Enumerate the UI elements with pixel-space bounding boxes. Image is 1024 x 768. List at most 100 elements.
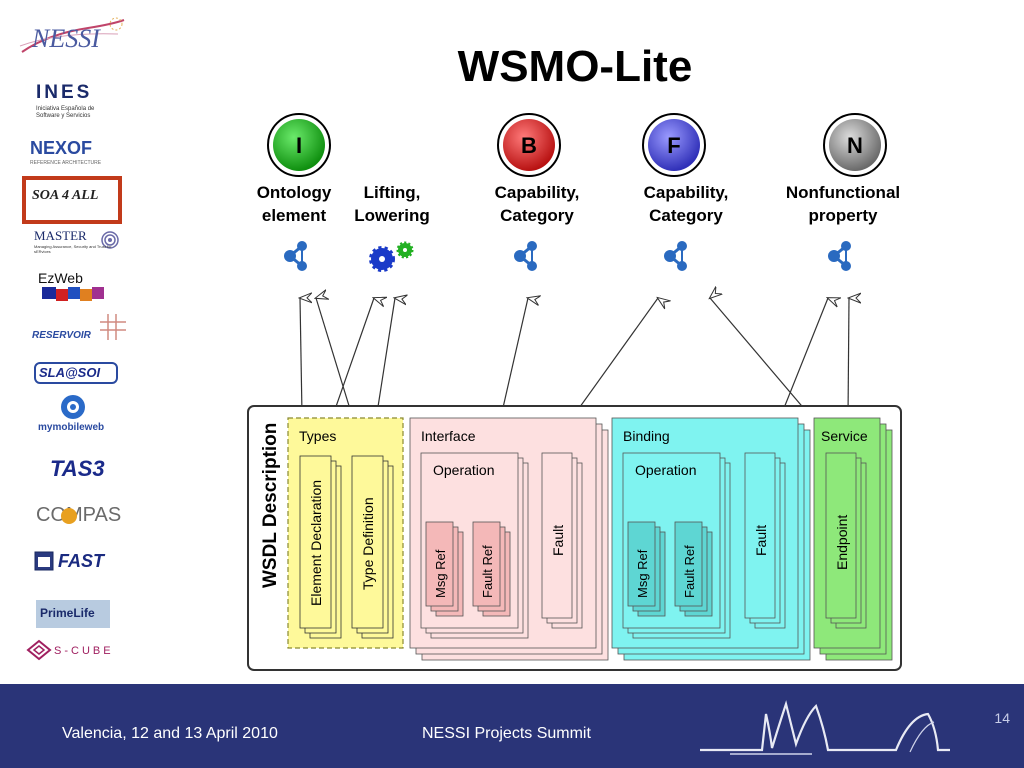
interface-msg-ref-box xyxy=(425,521,454,607)
interface-msg-ref-label: Msg Ref xyxy=(433,549,448,598)
tas3-logo-text: TAS3 xyxy=(50,456,105,481)
s-cube-icon xyxy=(26,639,52,661)
master-spiral-icon xyxy=(101,231,119,249)
s-cube-logo: S-CUBE xyxy=(26,638,126,664)
nessi-logo: NESSI xyxy=(18,14,128,59)
lifting-label-line2: Lowering xyxy=(354,206,430,225)
functional-label-line1: Capability, xyxy=(644,183,729,202)
nonfunctional-circle xyxy=(829,119,881,171)
binding-section: Binding Operation Msg Ref Fault Ref Faul… xyxy=(611,417,811,661)
master-logo-subtitle: Managing Assurance, Security and Trust f… xyxy=(34,244,112,254)
footer-event: NESSI Projects Summit xyxy=(422,725,591,742)
mymobileweb-icon xyxy=(61,395,85,419)
compas-circle-icon xyxy=(61,508,77,524)
nexof-logo: NEXOF REFERENCE ARCHITECTURE xyxy=(30,138,110,168)
sla-at-soi-logo-text: SLA@SOI xyxy=(39,365,101,380)
reservoir-grid-icon xyxy=(100,314,126,340)
nonfunctional-letter: N xyxy=(847,133,863,158)
ines-logo-subtitle: Iniciativa Española de Software y Servic… xyxy=(36,106,95,119)
types-section: Types Element Declaration Type Definitio… xyxy=(287,417,404,649)
nexof-logo-text: NEXOF xyxy=(30,138,93,158)
footer-location: Valencia, 12 and 13 April 2010 xyxy=(62,725,278,742)
interface-fault-ref-box xyxy=(472,521,501,607)
primelife-logo: PrimeLife xyxy=(36,600,110,628)
fast-window-icon xyxy=(34,551,54,571)
behaviour-label-line2: Category xyxy=(500,206,574,225)
interface-fault-box xyxy=(541,452,573,619)
interface-fault-label: Fault xyxy=(550,525,566,556)
nessi-logo-graphic xyxy=(19,17,125,53)
binding-fault-ref-box xyxy=(674,521,703,607)
interface-msg-ref-stack: Msg Ref xyxy=(425,521,464,617)
soa4all-logo: SOA 4 ALL xyxy=(22,176,122,224)
nonfunctional-label-line2: property xyxy=(809,206,879,225)
primelife-logo-text: PrimeLife xyxy=(40,606,95,620)
category-ontology: I Ontology element xyxy=(257,113,332,273)
ezweb-logo: EzWeb xyxy=(38,270,108,304)
type-definition-box xyxy=(351,455,384,629)
ontology-letter: I xyxy=(296,133,302,158)
compas-logo-text: COMPAS xyxy=(36,504,122,526)
interface-title: Interface xyxy=(421,428,476,444)
tas3-logo: TAS3 xyxy=(50,456,110,488)
behaviour-circle xyxy=(503,119,555,171)
behaviour-label-line1: Capability, xyxy=(495,183,580,202)
ontology-circle xyxy=(273,119,325,171)
fast-logo: FAST xyxy=(34,550,118,576)
functional-label-line2: Category xyxy=(649,206,723,225)
arrow-binding-to-nonfunctional xyxy=(779,298,828,419)
binding-title: Binding xyxy=(623,428,670,444)
page-number: 14 xyxy=(994,710,1010,726)
category-behaviour: B Capability, Category xyxy=(495,113,580,273)
type-definition-stack: Type Definition xyxy=(351,455,394,639)
types-title: Types xyxy=(299,428,336,444)
gears-icon xyxy=(369,241,414,272)
nonfunctional-label-line1: Nonfunctional xyxy=(786,183,900,202)
mymobileweb-logo-text: mymobileweb xyxy=(38,422,105,433)
master-logo-text: MASTER xyxy=(34,228,87,243)
behaviour-letter: B xyxy=(521,133,537,158)
binding-msg-ref-label: Msg Ref xyxy=(635,549,650,598)
wsdl-description-label: WSDL Description xyxy=(260,423,281,588)
nessi-logo-text: NESSI xyxy=(32,24,100,53)
binding-fault-ref-stack: Fault Ref xyxy=(674,521,713,617)
binding-fault-label: Fault xyxy=(753,525,769,556)
soa4all-logo-text: SOA 4 ALL xyxy=(32,188,99,203)
endpoint-label: Endpoint xyxy=(834,515,850,570)
mymobileweb-logo: mymobileweb xyxy=(36,392,112,440)
binding-operation-title: Operation xyxy=(635,462,696,478)
behaviour-molecule-icon xyxy=(512,239,539,273)
ines-logo: INES Iniciativa Española de Software y S… xyxy=(36,82,116,122)
slide-footer: Valencia, 12 and 13 April 2010 NESSI Pro… xyxy=(0,684,1024,768)
category-lifting-lowering: Lifting, Lowering xyxy=(354,183,430,272)
fast-logo-text: FAST xyxy=(58,551,105,571)
partner-logo-sidebar: NESSI INES Iniciativa Española de Softwa… xyxy=(0,0,150,680)
functional-molecule-icon xyxy=(662,239,689,273)
endpoint-box xyxy=(825,452,857,619)
element-declaration-stack: Element Declaration xyxy=(299,455,342,639)
ontology-label-line1: Ontology xyxy=(257,183,332,202)
type-definition-label: Type Definition xyxy=(360,497,376,590)
ezweb-logo-text: EzWeb xyxy=(38,270,83,286)
binding-fault-box xyxy=(744,452,776,619)
s-cube-logo-text: S-CUBE xyxy=(54,645,114,657)
element-declaration-box xyxy=(299,455,332,629)
interface-fault-ref-stack: Fault Ref xyxy=(472,521,511,617)
ontology-label-line2: element xyxy=(262,206,327,225)
service-title: Service xyxy=(821,428,868,444)
category-functional: F Capability, Category xyxy=(642,113,729,273)
wsmo-lite-diagram: I Ontology element Lifting, Lowering B C… xyxy=(247,113,902,671)
binding-fault-stack: Fault xyxy=(744,452,786,629)
arrow-service-to-nonfunctional xyxy=(848,298,849,419)
slide-title: WSMO-Lite xyxy=(457,42,693,91)
functional-circle xyxy=(648,119,700,171)
ontology-molecule-icon xyxy=(282,239,309,273)
sla-at-soi-logo: SLA@SOI xyxy=(34,362,118,384)
reservoir-logo-text: RESERVOIR xyxy=(32,330,91,341)
interface-fault-stack: Fault xyxy=(541,452,583,629)
interface-fault-ref-label: Fault Ref xyxy=(480,545,495,598)
ezweb-color-blocks-icon xyxy=(42,287,104,301)
nonfunctional-molecule-icon xyxy=(826,239,853,273)
compas-logo: COMPAS xyxy=(36,504,126,530)
category-nonfunctional: N Nonfunctional property xyxy=(786,113,900,273)
